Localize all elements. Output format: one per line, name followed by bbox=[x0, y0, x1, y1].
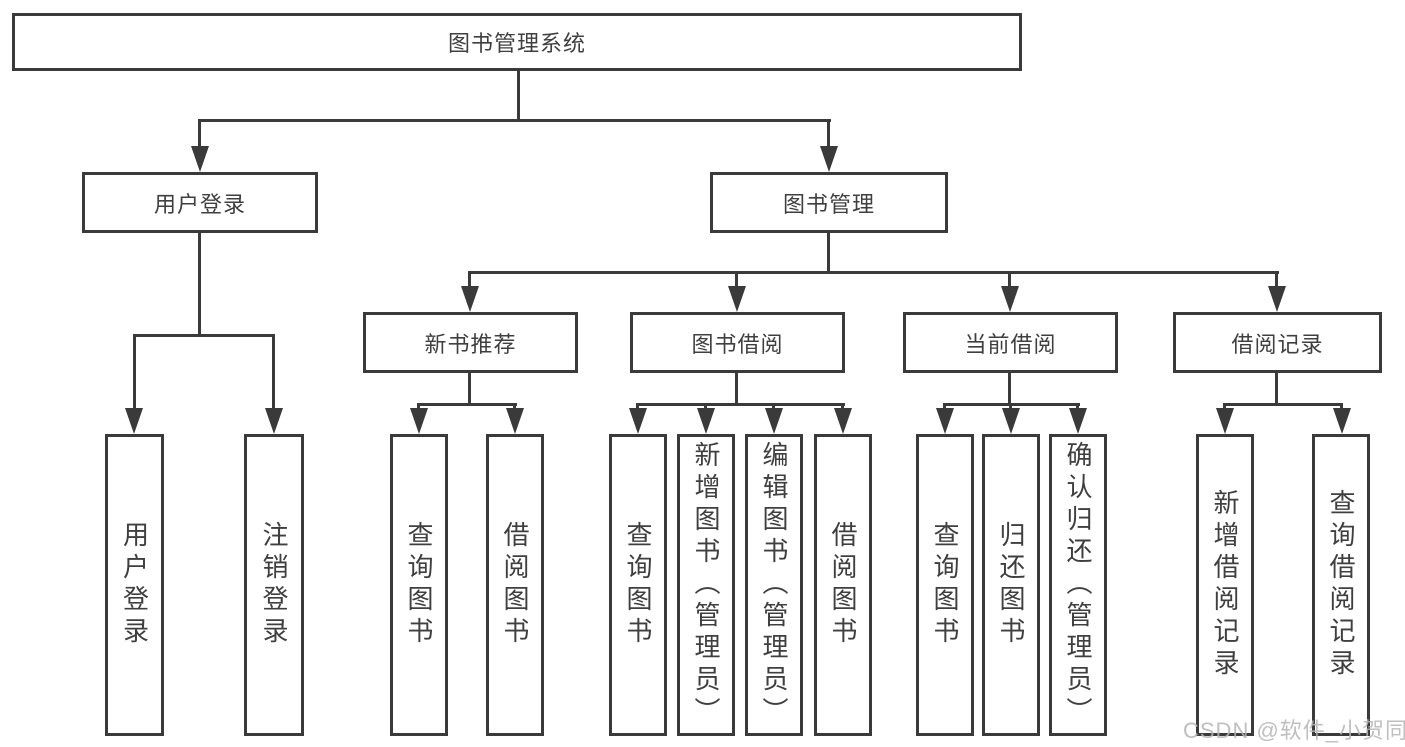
connector bbox=[735, 373, 738, 406]
leaf-label: 归还图书 bbox=[996, 521, 1026, 649]
connector bbox=[1008, 271, 1011, 288]
connector bbox=[1008, 373, 1011, 406]
arrow-down-icon bbox=[1333, 408, 1351, 434]
connector bbox=[468, 271, 1279, 274]
connector bbox=[1275, 271, 1278, 288]
arrow-down-icon bbox=[1001, 286, 1019, 312]
connector bbox=[1275, 373, 1278, 406]
connector bbox=[468, 271, 471, 288]
leaf-edit-books-admin: 编辑图书（管理员） bbox=[745, 434, 803, 736]
arrow-down-icon bbox=[410, 408, 428, 434]
connector bbox=[272, 334, 275, 408]
connector bbox=[735, 271, 738, 288]
node-user-login: 用户登录 bbox=[82, 172, 318, 233]
connector bbox=[417, 403, 517, 406]
arrow-down-icon bbox=[1268, 286, 1286, 312]
arrow-down-icon bbox=[629, 408, 647, 434]
node-book-management: 图书管理 bbox=[710, 172, 948, 233]
node-new-book-recommendation: 新书推荐 bbox=[363, 312, 578, 373]
leaf-add-books-admin: 新增图书（管理员） bbox=[677, 434, 735, 736]
connector bbox=[827, 233, 830, 274]
node-book-borrowing: 图书借阅 bbox=[630, 312, 845, 373]
leaf-label: 编辑图书（管理员） bbox=[759, 441, 789, 729]
connector bbox=[636, 403, 845, 406]
leaf-label: 用户登录 bbox=[119, 521, 150, 649]
arrow-down-icon bbox=[834, 408, 852, 434]
leaf-label: 注销登录 bbox=[259, 521, 289, 649]
leaf-label: 查询图书 bbox=[404, 521, 434, 649]
leaf-logout: 注销登录 bbox=[244, 434, 304, 736]
leaf-query-books-borrow: 查询图书 bbox=[609, 434, 667, 736]
arrow-down-icon bbox=[697, 408, 715, 434]
arrow-down-icon bbox=[1216, 408, 1234, 434]
leaf-label: 查询图书 bbox=[930, 521, 960, 649]
arrow-down-icon bbox=[191, 146, 209, 172]
connector bbox=[517, 70, 520, 121]
leaf-confirm-return-admin: 确认归还（管理员） bbox=[1049, 434, 1107, 736]
leaf-label: 借阅图书 bbox=[500, 521, 530, 649]
connector bbox=[133, 334, 136, 408]
leaf-label: 查询图书 bbox=[623, 521, 653, 649]
leaf-query-books-recommend: 查询图书 bbox=[390, 434, 448, 736]
connector bbox=[827, 119, 830, 149]
connector bbox=[198, 233, 201, 337]
leaf-add-borrow-record: 新增借阅记录 bbox=[1196, 434, 1254, 736]
connector bbox=[198, 119, 831, 122]
leaf-user-login: 用户登录 bbox=[105, 434, 164, 736]
arrow-down-icon bbox=[936, 408, 954, 434]
connector bbox=[133, 334, 275, 337]
leaf-query-borrow-record: 查询借阅记录 bbox=[1312, 434, 1370, 736]
arrow-down-icon bbox=[765, 408, 783, 434]
leaf-borrow-books: 借阅图书 bbox=[814, 434, 872, 736]
connector bbox=[1223, 403, 1343, 406]
connector bbox=[198, 119, 201, 149]
leaf-label: 查询借阅记录 bbox=[1326, 489, 1356, 681]
arrow-down-icon bbox=[506, 408, 524, 434]
csdn-watermark: CSDN @软件_小贺同学 bbox=[1183, 718, 1405, 743]
leaf-return-books: 归还图书 bbox=[982, 434, 1040, 736]
node-library-management-system: 图书管理系统 bbox=[12, 13, 1022, 71]
connector bbox=[468, 373, 471, 406]
leaf-label: 借阅图书 bbox=[828, 521, 858, 649]
leaf-borrow-books-recommend: 借阅图书 bbox=[486, 434, 544, 736]
arrow-down-icon bbox=[820, 146, 838, 172]
arrow-down-icon bbox=[461, 286, 479, 312]
leaf-label: 新增借阅记录 bbox=[1210, 489, 1240, 681]
arrow-down-icon bbox=[265, 408, 283, 434]
arrow-down-icon bbox=[1002, 408, 1020, 434]
arrow-down-icon bbox=[728, 286, 746, 312]
arrow-down-icon bbox=[1069, 408, 1087, 434]
arrow-down-icon bbox=[125, 408, 143, 434]
leaf-label: 确认归还（管理员） bbox=[1063, 441, 1093, 729]
leaf-query-books-current: 查询图书 bbox=[916, 434, 974, 736]
node-current-borrowing: 当前借阅 bbox=[903, 312, 1118, 373]
leaf-label: 新增图书（管理员） bbox=[691, 441, 721, 729]
node-borrowing-records: 借阅记录 bbox=[1173, 312, 1382, 373]
